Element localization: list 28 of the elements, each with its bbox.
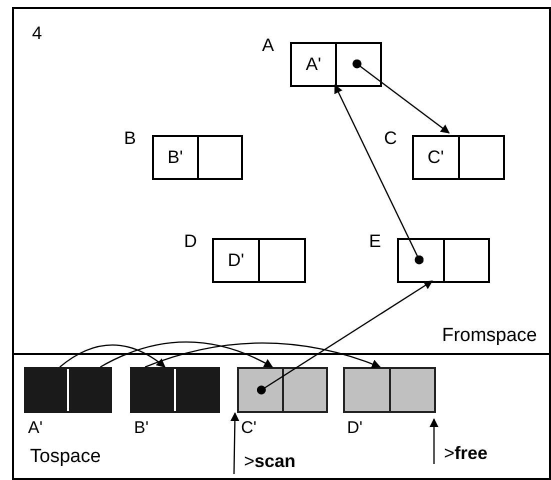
copy-label: C' <box>241 418 257 437</box>
copy-label: D' <box>347 418 363 437</box>
pointer-arrow <box>352 59 450 134</box>
object-name: B <box>124 128 136 148</box>
memory-region <box>12 355 551 480</box>
copy-label: A' <box>28 418 43 437</box>
cell-text: D' <box>228 249 244 272</box>
object-name: C <box>384 128 397 148</box>
pointer-arrow <box>256 280 433 394</box>
cell-text: C' <box>428 146 444 169</box>
pointer-label: >free <box>444 444 488 462</box>
cell-text: A' <box>306 53 322 76</box>
pointer-arrow <box>100 341 274 368</box>
pointer-arrow <box>334 84 424 264</box>
pointer-arrow <box>59 344 166 368</box>
cell-text: B' <box>168 146 183 169</box>
pointer-arrow <box>144 342 381 368</box>
object-name: E <box>369 231 382 251</box>
region-title: Tospace <box>30 446 101 467</box>
pointer-label: >scan <box>244 452 296 470</box>
pointer-arrow <box>230 412 240 474</box>
pointer-arrow <box>430 418 438 464</box>
memory-region <box>12 7 551 355</box>
copy-label: B' <box>134 418 149 437</box>
object-name: A <box>262 35 274 55</box>
region-title: Fromspace <box>442 325 537 346</box>
figure-number: 4 <box>32 23 42 43</box>
object-name: D <box>184 231 197 251</box>
